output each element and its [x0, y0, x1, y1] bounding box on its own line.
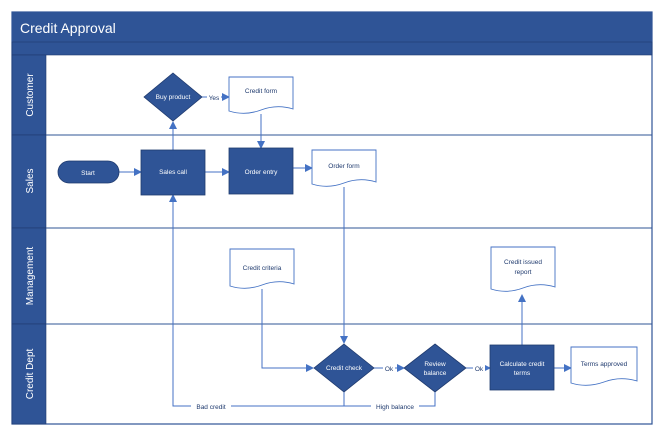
credit-form-label: Credit form	[245, 88, 277, 95]
document-credit-issued-report	[490, 246, 556, 292]
edge-label-ok-1: Ok	[385, 366, 394, 373]
edge-label-bg	[383, 363, 395, 373]
edge-label-ok-2: Ok	[475, 366, 484, 373]
calculate-credit-terms-label-1: Calculate credit	[500, 361, 545, 368]
title-bar	[12, 12, 652, 42]
lane-management-text: Management	[25, 247, 36, 306]
credit-issued-report-label-2: report	[515, 269, 532, 276]
lane-label-customer	[11, 54, 47, 136]
lane-label-credit-dept	[11, 323, 47, 425]
document-credit-criteria	[229, 248, 295, 289]
edge-label-bg	[207, 92, 221, 102]
start-label: Start	[81, 170, 95, 177]
document-credit-form	[228, 76, 294, 114]
edge-label-bad-credit: Bad credit	[196, 404, 225, 411]
lane-label-sales	[11, 134, 47, 229]
edge-label-bg	[191, 401, 231, 411]
edge-label-bg	[473, 363, 485, 373]
sales-call-label: Sales call	[159, 169, 187, 176]
diagram-title: Credit Approval	[20, 20, 116, 36]
decision-review-balance	[403, 343, 467, 393]
document-terms-approved	[570, 346, 638, 386]
order-entry-label: Order entry	[245, 169, 279, 176]
process-sales-call	[140, 149, 206, 196]
buy-product-label: Buy product	[156, 94, 191, 101]
review-balance-label-2: balance	[424, 370, 447, 377]
process-calculate-credit-terms	[489, 344, 555, 391]
decision-credit-check	[313, 343, 375, 393]
edge-label-high-balance: High balance	[376, 404, 414, 411]
calculate-credit-terms-label-2: terms	[514, 370, 531, 377]
process-order-entry	[228, 147, 294, 195]
edge-creditcheck-salescall-badcredit	[169, 194, 345, 407]
edge-label-yes: Yes	[209, 95, 220, 102]
review-balance-label-1: Review	[424, 361, 446, 368]
edge-label-bg	[371, 401, 419, 411]
lane-sales-text: Sales	[25, 168, 36, 193]
credit-issued-report-label-1: Credit issued	[504, 259, 542, 266]
decision-buy-product	[143, 72, 203, 122]
terminator-start	[57, 160, 120, 184]
credit-criteria-label: Credit criteria	[243, 265, 282, 272]
lane-customer-text: Customer	[25, 73, 36, 117]
document-order-form	[311, 149, 377, 187]
title-sub-bar	[11, 41, 653, 56]
terms-approved-label: Terms approved	[581, 361, 628, 368]
credit-check-label: Credit check	[326, 365, 363, 372]
edge-creditcriteria-creditcheck	[261, 289, 314, 372]
lane-credit-dept-text: Credit Dept	[25, 348, 36, 399]
order-form-label: Order form	[328, 163, 359, 170]
